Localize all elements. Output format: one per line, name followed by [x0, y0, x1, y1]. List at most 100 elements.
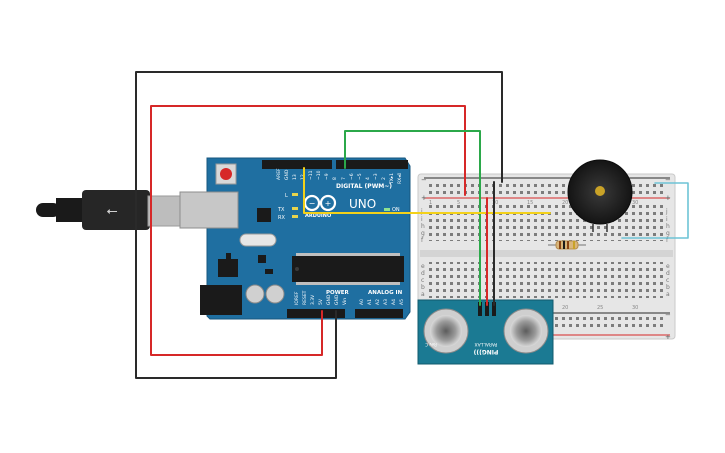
row-letter: b	[421, 284, 425, 291]
sensor-name: PING)))	[473, 348, 498, 355]
plus-icon: +	[325, 199, 332, 208]
pin-label: A4	[391, 299, 397, 305]
small-chip	[258, 255, 266, 263]
sensor-brand: PARALLAX	[475, 341, 498, 347]
wire-buzzer-yellow[interactable]	[303, 167, 551, 214]
on-led-label: ON	[392, 207, 400, 213]
pin-label: A0	[359, 299, 365, 305]
pin-label: RX◂0	[397, 173, 403, 184]
pin-label: ~11	[308, 170, 314, 180]
row-letter: e	[666, 263, 670, 270]
pin-label: ~10	[316, 170, 322, 180]
row-letter: g	[666, 230, 670, 237]
capacitor	[265, 284, 285, 304]
pin-label: ~6	[349, 173, 355, 180]
row-letter: j	[420, 208, 423, 215]
power-jack	[200, 285, 242, 315]
terminal-strip-bottom[interactable]	[428, 262, 666, 298]
l-led-label: L	[285, 193, 288, 199]
pin-label: 2	[381, 177, 387, 180]
top-header-left[interactable]	[262, 160, 332, 169]
usb-icon: ⭠	[106, 203, 117, 219]
row-letter: h	[421, 223, 425, 230]
reset-button-cap[interactable]	[220, 168, 232, 180]
small-chip	[265, 269, 273, 274]
pin-label: TX▸1	[389, 173, 395, 185]
pin-label: 3.3V	[310, 294, 316, 305]
digital-header-label: DIGITAL (PWM~)	[336, 183, 392, 190]
row-letter: d	[666, 270, 670, 277]
column-number: 10	[492, 200, 498, 206]
pin-label: GND	[326, 294, 332, 305]
column-number: 5	[457, 200, 460, 206]
wire-gnd-black[interactable]	[135, 71, 503, 379]
analog-header[interactable]	[355, 309, 403, 318]
sensor-pin-sig[interactable]	[492, 302, 496, 316]
rx-led	[292, 215, 298, 218]
row-letter: a	[421, 291, 425, 298]
top-header-right[interactable]	[336, 160, 408, 169]
row-letter: h	[666, 223, 670, 230]
pin-label: GND	[284, 169, 290, 180]
ping-ultrasonic-sensor[interactable]: PING))) PARALLAX Rev C	[417, 299, 554, 365]
tx-led	[292, 207, 298, 210]
sensor-rev: Rev C	[425, 342, 437, 347]
usb-jack	[179, 191, 239, 229]
arduino-uno-board[interactable]: ⭠ AREF GND 13 12 ~11 ~10 ~9 8 7 ~6 ~5 4 …	[36, 157, 411, 320]
analog-label: ANALOG IN	[368, 290, 403, 296]
usb-chip	[257, 208, 271, 222]
pin-label: Vin	[342, 298, 348, 305]
pin-label: ~3	[373, 173, 379, 180]
pin-label: 4	[365, 177, 371, 180]
model-label: UNO	[349, 197, 376, 211]
pin-label: GND	[334, 294, 340, 305]
column-number: 15	[527, 200, 533, 206]
row-letter: d	[421, 270, 425, 277]
row-letter: a	[666, 291, 670, 298]
pin-label: 5V	[318, 298, 324, 305]
transducer-right	[510, 315, 542, 347]
wire-buzzer-cyan[interactable]	[621, 182, 689, 239]
chip-pins-top	[296, 253, 400, 256]
tx-led-label: TX	[277, 207, 285, 213]
rail-plus-marker: +	[421, 194, 427, 202]
row-letter: f	[666, 237, 669, 244]
center-channel	[420, 250, 673, 257]
rail-minus-marker: −	[665, 176, 671, 184]
pin-label: ~9	[324, 173, 330, 180]
row-letter: g	[421, 230, 425, 237]
regulator-tab	[226, 253, 231, 260]
terminal-strip-top[interactable]	[428, 205, 666, 241]
power-label: POWER	[326, 290, 350, 296]
pin-label: A2	[375, 299, 381, 305]
pin-label: 7	[341, 177, 347, 180]
row-letter: j	[665, 208, 668, 215]
pin-label: 13	[292, 174, 298, 180]
pin-label: AREF	[276, 168, 282, 180]
l-led	[292, 193, 298, 196]
on-led	[384, 208, 390, 211]
buzzer-center	[595, 186, 605, 196]
row-letter: b	[666, 284, 670, 291]
rail-minus-marker: −	[665, 311, 671, 319]
power-header[interactable]	[287, 309, 345, 318]
pin-label: 8	[332, 177, 338, 180]
rail-plus-marker: +	[665, 333, 671, 341]
transducer-left	[430, 315, 462, 347]
pin-label: IOREF	[294, 291, 300, 305]
row-letter: e	[421, 263, 425, 270]
atmega-chip	[292, 256, 404, 282]
crystal-oscillator	[239, 233, 277, 247]
sensor-pin-5v[interactable]	[485, 302, 489, 316]
resistor[interactable]	[548, 240, 586, 250]
piezo-buzzer[interactable]	[567, 159, 633, 232]
column-number: 1	[429, 200, 432, 206]
sensor-pin-gnd[interactable]	[478, 302, 482, 316]
brand-label: ARDUINO	[305, 213, 331, 219]
wire-5v-red[interactable]	[150, 105, 466, 356]
pin-label: A5	[399, 299, 405, 305]
row-letter: c	[421, 277, 424, 284]
row-letter: i	[421, 216, 423, 223]
wire-signal-green[interactable]	[344, 130, 481, 306]
